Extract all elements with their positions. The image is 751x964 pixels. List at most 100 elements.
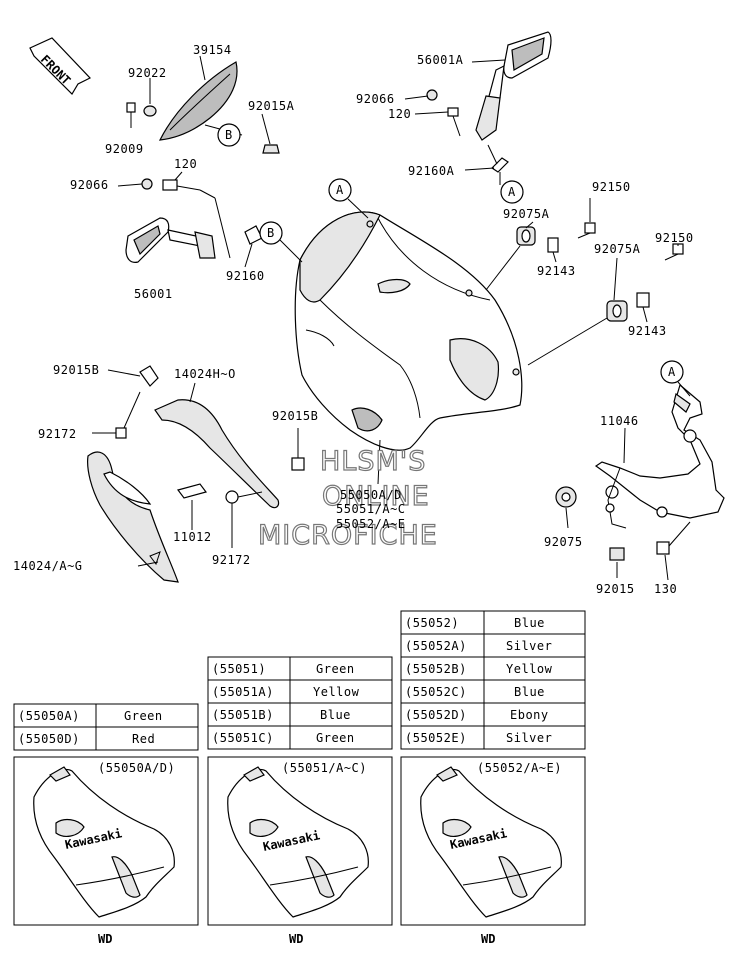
- color-table-55051: (55051) Green (55051A) Yellow (55051B) B…: [207, 656, 393, 750]
- svg-text:(55051A): (55051A): [212, 685, 274, 699]
- svg-text:Green: Green: [124, 709, 163, 723]
- grommet-92075a-upper: [516, 226, 536, 246]
- svg-text:(55052/A~E): (55052/A~E): [477, 761, 562, 775]
- label-92015: 92015: [596, 582, 635, 596]
- svg-text:(55052E): (55052E): [405, 731, 467, 745]
- svg-text:A: A: [508, 185, 516, 199]
- svg-text:Red: Red: [132, 732, 155, 746]
- label-92075a-upper: 92075A: [503, 207, 550, 221]
- callout-b-upper: B: [217, 123, 241, 147]
- label-55051: 55051/A~C: [336, 502, 406, 516]
- bolt-92009: [126, 102, 136, 128]
- svg-text:HLSM'S: HLSM'S: [320, 446, 426, 477]
- cowling-decal-illustration: Kawasaki: [227, 766, 369, 918]
- label-11012: 11012: [173, 530, 212, 544]
- bolt-120-left: [162, 179, 201, 191]
- nut-92015: [609, 547, 625, 561]
- cowling-decal-illustration: Kawasaki: [33, 766, 175, 918]
- svg-text:Blue: Blue: [514, 685, 545, 699]
- label-92022: 92022: [128, 66, 167, 80]
- label-130: 130: [654, 582, 677, 596]
- svg-text:B: B: [267, 226, 275, 240]
- variant-panel-55051: (55051/A~C) Kawasaki: [207, 756, 393, 926]
- grommet-92015a: [262, 144, 280, 154]
- front-arrow-icon: FRONT: [29, 37, 91, 95]
- caption-55052: WD: [481, 932, 495, 946]
- clip-11012: [176, 483, 208, 499]
- label-92009: 92009: [105, 142, 144, 156]
- color-table-55050: (55050A) Green (55050D) Red: [13, 703, 199, 751]
- svg-text:(55052C): (55052C): [405, 685, 467, 699]
- screw-92172-center: [225, 490, 263, 504]
- lower-panel-14024: [87, 451, 179, 583]
- svg-text:(55050A/D): (55050A/D): [98, 761, 175, 775]
- cowling-decal-illustration: Kawasaki: [420, 766, 562, 918]
- svg-text:(55051B): (55051B): [212, 708, 274, 722]
- label-92015b-left: 92015B: [53, 363, 99, 377]
- label-14024: 14024/A~G: [13, 559, 83, 573]
- label-120-left: 120: [174, 157, 197, 171]
- label-56001a: 56001A: [417, 53, 464, 67]
- svg-text:A: A: [336, 183, 344, 197]
- svg-text:Green: Green: [316, 662, 355, 676]
- svg-text:Silver: Silver: [506, 639, 552, 653]
- label-92150-upper: 92150: [592, 180, 631, 194]
- label-92015a: 92015A: [248, 99, 295, 113]
- svg-text:Blue: Blue: [320, 708, 351, 722]
- svg-text:Yellow: Yellow: [506, 662, 553, 676]
- cap-92066-right: [426, 89, 438, 101]
- svg-text:Yellow: Yellow: [313, 685, 360, 699]
- clip-92015b-center: [291, 457, 305, 471]
- svg-text:(55052A): (55052A): [405, 639, 467, 653]
- color-table-55052: (55052) Blue (55052A) Silver (55052B) Ye…: [400, 610, 586, 750]
- stay-bracket-11046: [594, 383, 725, 529]
- caption-55050: WD: [98, 932, 112, 946]
- plate-92160: [244, 225, 263, 245]
- label-92160a: 92160A: [408, 164, 455, 178]
- callout-a-upper: A: [328, 178, 352, 202]
- svg-text:(55052D): (55052D): [405, 708, 467, 722]
- collar-92143-lower: [636, 292, 650, 308]
- washer-92022: [143, 105, 157, 117]
- collar-92143-upper: [547, 237, 559, 253]
- bolt-120-right: [447, 107, 461, 137]
- svg-text:(55051C): (55051C): [212, 731, 274, 745]
- screw-92150-lower: [664, 243, 684, 261]
- label-55050: 55050A/D: [340, 488, 402, 502]
- svg-text:Green: Green: [316, 731, 355, 745]
- label-92015b-center: 92015B: [272, 409, 318, 423]
- svg-text:(55052): (55052): [405, 616, 459, 630]
- mirror-56001: [125, 217, 216, 263]
- svg-text:Blue: Blue: [514, 616, 545, 630]
- callout-b-center: B: [259, 221, 283, 245]
- svg-text:A: A: [668, 365, 676, 379]
- mirror-56001a: [475, 31, 552, 141]
- callout-a-right: A: [500, 180, 524, 204]
- side-trim-39154: [158, 61, 238, 141]
- caption-55051: WD: [289, 932, 303, 946]
- variant-panel-55052: (55052/A~E) Kawasaki: [400, 756, 586, 926]
- label-92143-upper: 92143: [537, 264, 576, 278]
- inner-panel-14024h: [154, 399, 280, 509]
- screw-92172-left: [115, 427, 127, 439]
- upper-cowling: [294, 211, 523, 451]
- callout-a-bracket: A: [660, 360, 684, 384]
- clip-92015b-left: [139, 365, 159, 387]
- screw-92150-upper: [577, 222, 596, 239]
- label-39154: 39154: [193, 43, 232, 57]
- grommet-92075: [555, 486, 577, 508]
- label-92075: 92075: [544, 535, 583, 549]
- grommet-92075a-lower: [606, 300, 628, 322]
- variant-panel-55050: (55050A/D) Kawasaki: [13, 756, 199, 926]
- svg-text:(55050A): (55050A): [18, 709, 80, 723]
- svg-text:Silver: Silver: [506, 731, 552, 745]
- svg-text:(55052B): (55052B): [405, 662, 467, 676]
- label-92150-lower: 92150: [655, 231, 694, 245]
- svg-text:(55051/A~C): (55051/A~C): [282, 761, 367, 775]
- label-55052: 55052/A~E: [336, 517, 406, 531]
- svg-text:MICROFICHE: MICROFICHE: [258, 520, 438, 551]
- svg-text:B: B: [225, 128, 233, 142]
- label-92172-center: 92172: [212, 553, 251, 567]
- label-92075a-lower: 92075A: [594, 242, 641, 256]
